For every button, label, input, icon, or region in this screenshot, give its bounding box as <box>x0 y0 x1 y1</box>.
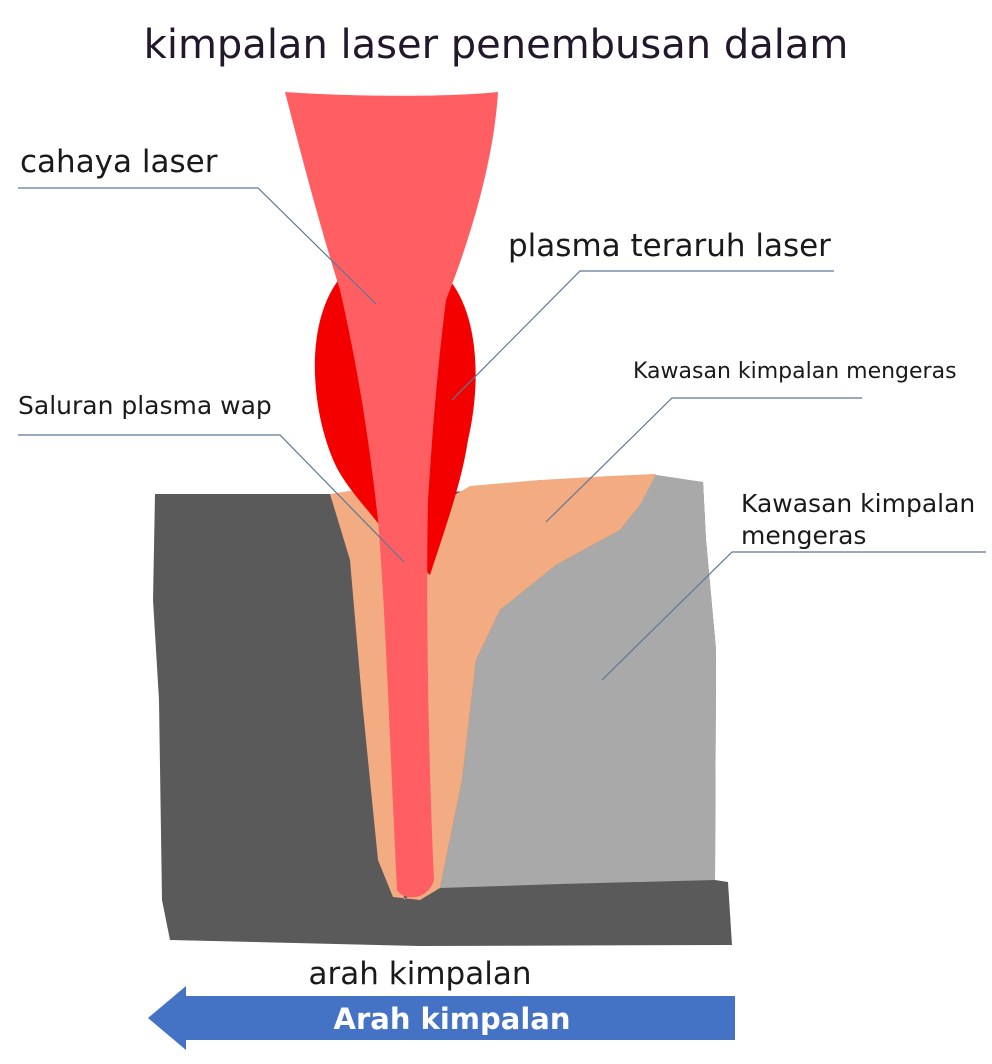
leader-line-hardened-zone-1 <box>545 397 862 523</box>
label-vapor-plasma-channel: Saluran plasma wap <box>18 391 272 420</box>
laser-beam-keyhole <box>285 92 498 898</box>
leader-line-laser-plasma <box>451 270 834 401</box>
weld-fusion-zone <box>330 474 656 900</box>
label-hardened-zone-2-line2: mengeras <box>741 521 866 550</box>
leader-line-laser-light <box>18 187 377 305</box>
diagram-title: kimpalan laser penembusan dalam <box>144 22 849 68</box>
label-hardened-zone-2-line1: Kawasan kimpalan <box>741 489 975 518</box>
heat-affected-zone <box>440 474 716 888</box>
label-laser-light: cahaya laser <box>20 144 218 180</box>
leader-line-vapor-channel <box>18 434 405 563</box>
label-hardened-zone-1: Kawasan kimpalan mengeras <box>633 359 957 384</box>
welding-direction-arrow-label: Arah kimpalan <box>334 1002 571 1036</box>
welding-direction-arrow <box>148 986 735 1050</box>
welding-direction-caption: arah kimpalan <box>309 956 532 992</box>
leader-line-hardened-zone-2 <box>601 551 986 681</box>
label-laser-induced-plasma: plasma teraruh laser <box>508 228 831 264</box>
